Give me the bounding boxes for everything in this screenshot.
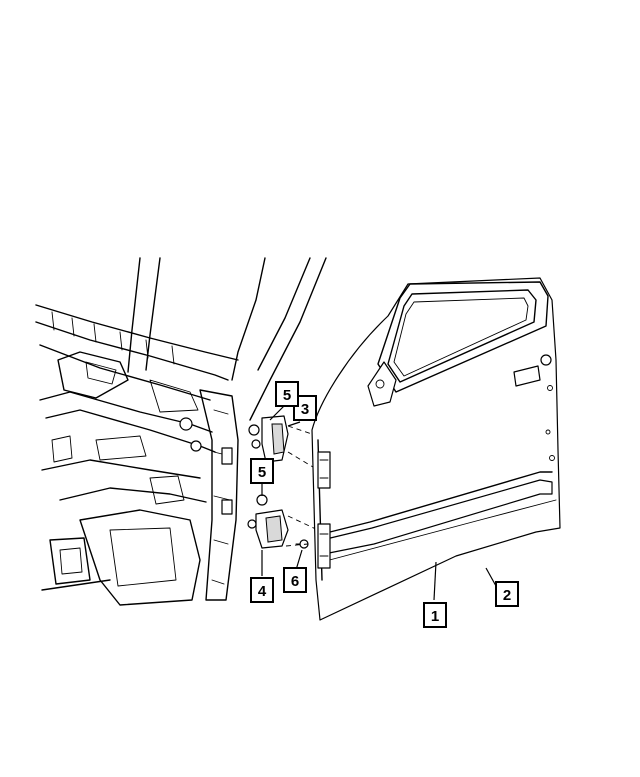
leader-1 bbox=[433, 561, 437, 601]
callout-3-label: 3 bbox=[301, 401, 309, 418]
callout-1: 1 bbox=[423, 602, 447, 628]
front-door bbox=[311, 277, 561, 621]
leader-6 bbox=[295, 549, 303, 571]
callout-2: 2 bbox=[495, 581, 519, 607]
callout-6: 6 bbox=[283, 567, 307, 593]
callout-5a-label: 5 bbox=[283, 387, 291, 404]
leader-2 bbox=[485, 567, 497, 587]
leader-3 bbox=[287, 421, 301, 427]
callout-6-label: 6 bbox=[291, 573, 299, 590]
callout-5b-label: 5 bbox=[258, 464, 266, 481]
callout-1-label: 1 bbox=[431, 608, 439, 625]
callout-3: 3 bbox=[293, 395, 317, 421]
body-structure bbox=[35, 257, 327, 606]
callout-4: 4 bbox=[250, 577, 274, 603]
callout-4-label: 4 bbox=[258, 583, 267, 600]
callout-2-label: 2 bbox=[503, 587, 511, 604]
upper-door-hinge bbox=[248, 415, 289, 463]
assembly-line-lower bbox=[285, 515, 319, 547]
callout-5a: 5 bbox=[275, 381, 299, 407]
lower-door-hinge bbox=[247, 494, 289, 549]
callout-5b: 5 bbox=[250, 458, 274, 484]
